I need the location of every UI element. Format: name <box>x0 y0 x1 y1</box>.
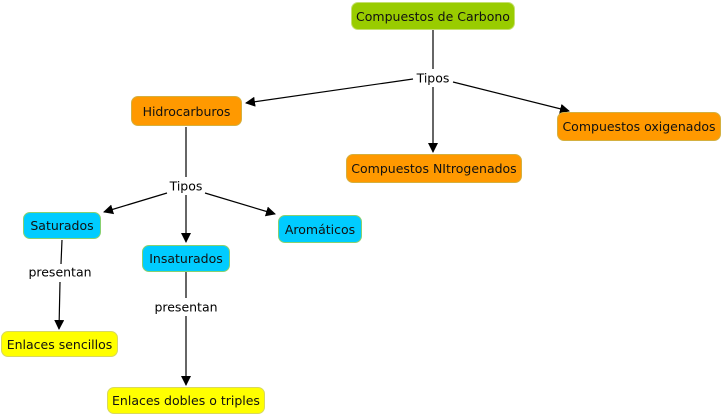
edge-tipos-hidrocarburos <box>245 78 414 107</box>
edge-tipos-saturados <box>103 192 168 215</box>
edge-tipos-aromaticos <box>204 192 276 217</box>
edge-tipos-oxigenados <box>452 81 570 114</box>
node-compuestos-oxigenados[interactable]: Compuestos oxigenados <box>557 112 721 141</box>
node-compuestos-de-carbono[interactable]: Compuestos de Carbono <box>351 2 515 30</box>
link-label-tipos-2: Tipos <box>167 178 205 194</box>
node-hidrocarburos[interactable]: Hidrocarburos <box>131 96 242 126</box>
edge-presentan-sencillos <box>54 281 65 330</box>
node-enlaces-dobles-o-triples[interactable]: Enlaces dobles o triples <box>107 387 265 414</box>
link-label-tipos: Tipos <box>414 70 452 86</box>
node-aromaticos[interactable]: Aromáticos <box>278 215 362 243</box>
node-enlaces-sencillos[interactable]: Enlaces sencillos <box>1 331 118 357</box>
link-label-presentan: presentan <box>26 264 94 280</box>
node-saturados[interactable]: Saturados <box>23 212 101 239</box>
edge-saturados-presentan <box>60 239 63 265</box>
link-label-presentan-2: presentan <box>152 299 220 315</box>
node-insaturados[interactable]: Insaturados <box>142 245 230 272</box>
node-compuestos-nitrogenados[interactable]: Compuestos NItrogenados <box>346 154 522 183</box>
